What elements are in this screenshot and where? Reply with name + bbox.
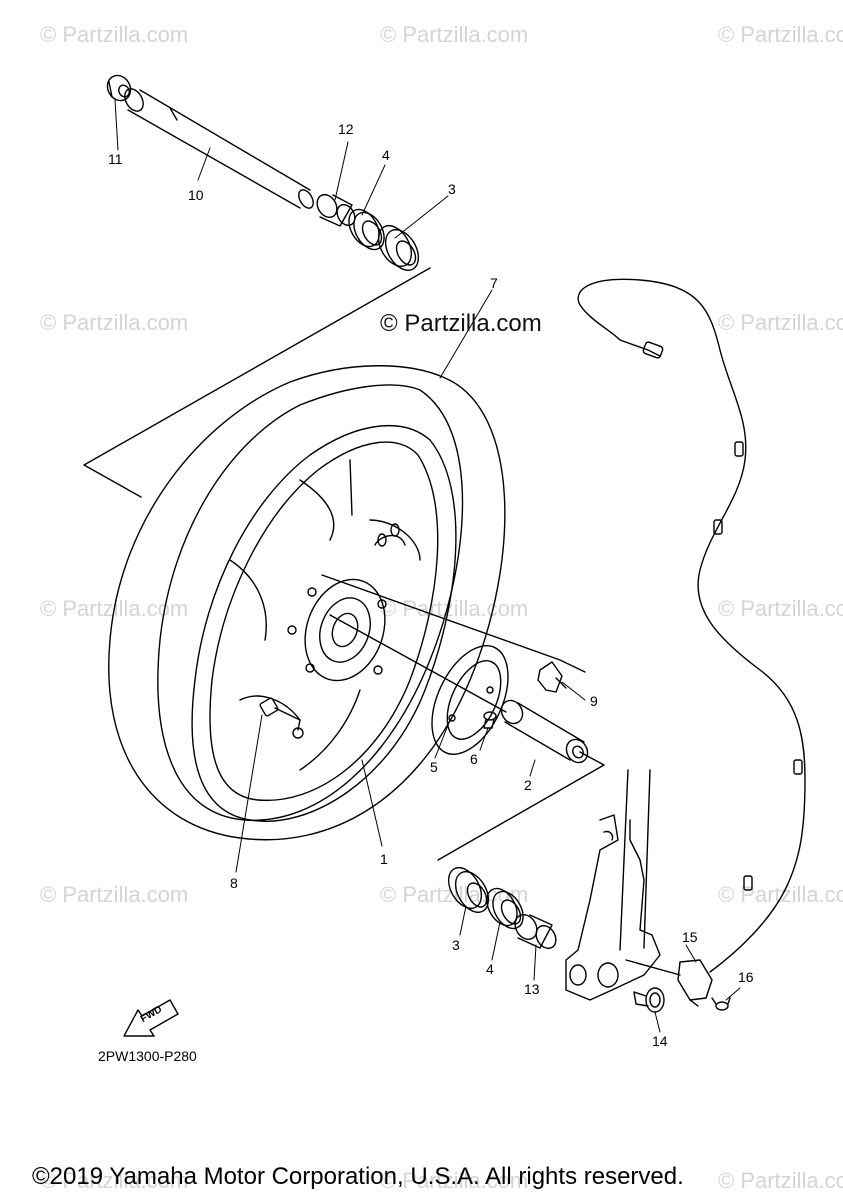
screw-part-6 [483, 711, 497, 729]
bolt-part-16 [711, 997, 731, 1011]
partzilla-watermark: © Partzilla.com [380, 310, 542, 337]
callout-6: 6 [470, 751, 478, 767]
watermark: © Partzilla.com [380, 22, 529, 47]
callout-1: 1 [380, 851, 388, 867]
callout-3-top: 3 [448, 181, 456, 197]
watermark: © Partzilla.com [718, 596, 843, 621]
callout-14: 14 [652, 1033, 668, 1049]
bolt-part-14 [633, 987, 665, 1013]
callout-3-bottom: 3 [452, 937, 460, 953]
guide-line [437, 751, 605, 861]
watermark: © Partzilla.com [718, 882, 843, 907]
callout-12: 12 [338, 121, 354, 137]
wheel-sensor-part-15 [677, 959, 713, 1007]
callout-16: 16 [738, 969, 754, 985]
callout-8: 8 [230, 875, 238, 891]
collar-part-11 [106, 74, 132, 102]
bearing-part-3-bottom [447, 867, 490, 913]
watermark: © Partzilla.com [380, 1168, 529, 1193]
watermark: © Partzilla.com [380, 596, 529, 621]
guide-line [83, 267, 431, 498]
callout-10: 10 [188, 187, 204, 203]
watermark: © Partzilla.com [40, 22, 189, 47]
spacer-part-13 [514, 913, 557, 950]
callout-11: 11 [108, 151, 123, 167]
valve-part-8 [259, 697, 304, 739]
callout-4-bottom: 4 [486, 961, 494, 977]
clip-part-9 [537, 661, 567, 693]
oil-seal-part-4-bottom [486, 887, 524, 930]
callout-13: 13 [524, 981, 540, 997]
callout-9: 9 [590, 693, 598, 709]
callout-2: 2 [524, 777, 532, 793]
tire-part-7 [108, 365, 506, 841]
watermark: © Partzilla.com [380, 882, 529, 907]
watermark: © Partzilla.com [40, 882, 189, 907]
copyright-notice: ©2019 Yamaha Motor Corporation, U.S.A. A… [32, 1163, 684, 1190]
leader-lines [114, 99, 741, 1033]
watermark: © Partzilla.com [40, 310, 189, 335]
fwd-arrow-icon [123, 999, 179, 1037]
guide-line [349, 459, 353, 516]
watermark: © Partzilla.com [718, 310, 843, 335]
spacer-part-12 [316, 193, 356, 227]
callout-7: 7 [490, 275, 498, 291]
sensor-lead-wire [577, 278, 806, 973]
callout-15: 15 [682, 929, 698, 945]
watermark: © Partzilla.com [718, 1168, 843, 1193]
sensor-rotor-part-5 [431, 645, 509, 755]
diagram-code: 2PW1300-P280 [98, 1048, 197, 1064]
guide-line [321, 574, 586, 673]
collar-part-2 [500, 699, 589, 764]
front-fork-leg [565, 769, 681, 1001]
guide-line [329, 614, 507, 713]
wheel-part-1 [191, 424, 457, 822]
axle-part-10 [124, 88, 314, 209]
callout-5: 5 [430, 759, 438, 775]
watermark: © Partzilla.com [40, 1168, 189, 1193]
watermark: © Partzilla.com [718, 22, 843, 47]
callout-4-top: 4 [382, 147, 390, 163]
bearing-part-3-top [377, 225, 420, 271]
oil-seal-part-4-top [348, 208, 385, 251]
